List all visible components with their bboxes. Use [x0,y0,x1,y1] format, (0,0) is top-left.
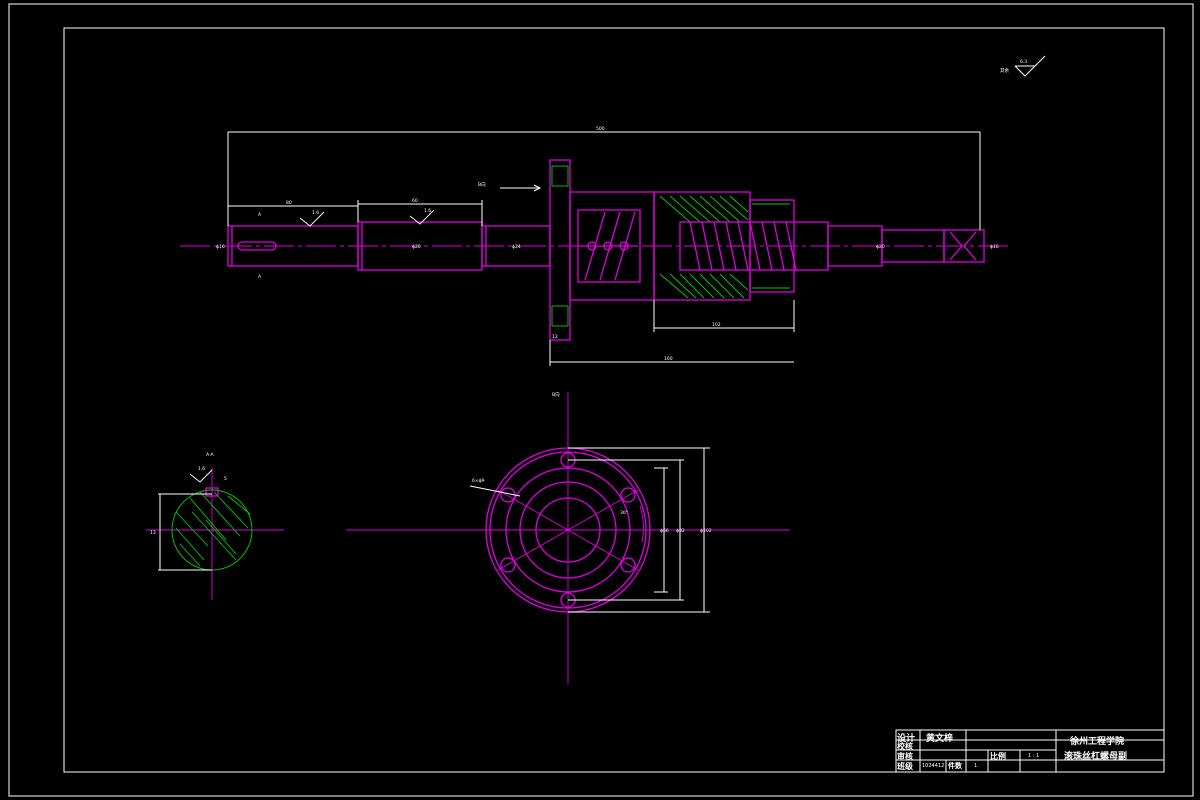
section-a-a: A-A 1.6 5 13 [146,452,284,600]
svg-text:ϕ82: ϕ82 [676,528,685,534]
svg-text:ϕ66: ϕ66 [660,528,669,534]
svg-text:ϕ102: ϕ102 [700,528,712,534]
svg-text:12: 12 [552,334,558,340]
svg-text:ϕ20: ϕ20 [412,244,421,250]
svg-text:B向: B向 [552,391,560,398]
svg-text:30°: 30° [620,510,628,516]
svg-text:1.6: 1.6 [424,208,431,214]
title-block [895,729,1165,773]
svg-text:ϕ20: ϕ20 [876,244,885,250]
svg-text:80: 80 [286,200,292,206]
svg-text:13: 13 [150,530,156,536]
svg-text:ϕ16: ϕ16 [990,244,999,250]
svg-text:A: A [258,212,262,218]
surface-finish-symbol: 其余 6.3 [1000,55,1046,77]
svg-text:1.6: 1.6 [312,210,319,216]
svg-text:A-A: A-A [206,452,215,458]
svg-text:1.6: 1.6 [198,466,205,472]
svg-text:B向: B向 [478,181,486,188]
main-dimensions: 500 80 1.6 60 1.6 ϕ16 ϕ20 ϕ24 A A B向 102… [216,126,999,398]
svg-text:ϕ16: ϕ16 [216,244,225,250]
svg-text:其余: 其余 [1000,67,1009,74]
outer-frame [8,3,1194,797]
shaft-main-view [180,159,1012,341]
nut-hatch [659,195,749,299]
svg-text:5: 5 [224,476,227,482]
inner-frame [63,27,1165,773]
svg-text:500: 500 [596,126,605,132]
svg-text:160: 160 [664,356,673,362]
svg-text:6×ϕ9: 6×ϕ9 [472,478,485,484]
svg-text:6.3: 6.3 [1020,59,1027,65]
svg-text:ϕ24: ϕ24 [512,244,521,250]
b-view-flange: ϕ102 ϕ82 ϕ66 6×ϕ9 30° [346,392,790,684]
svg-text:60: 60 [412,198,418,204]
svg-text:102: 102 [712,322,721,328]
svg-text:A: A [258,274,262,280]
